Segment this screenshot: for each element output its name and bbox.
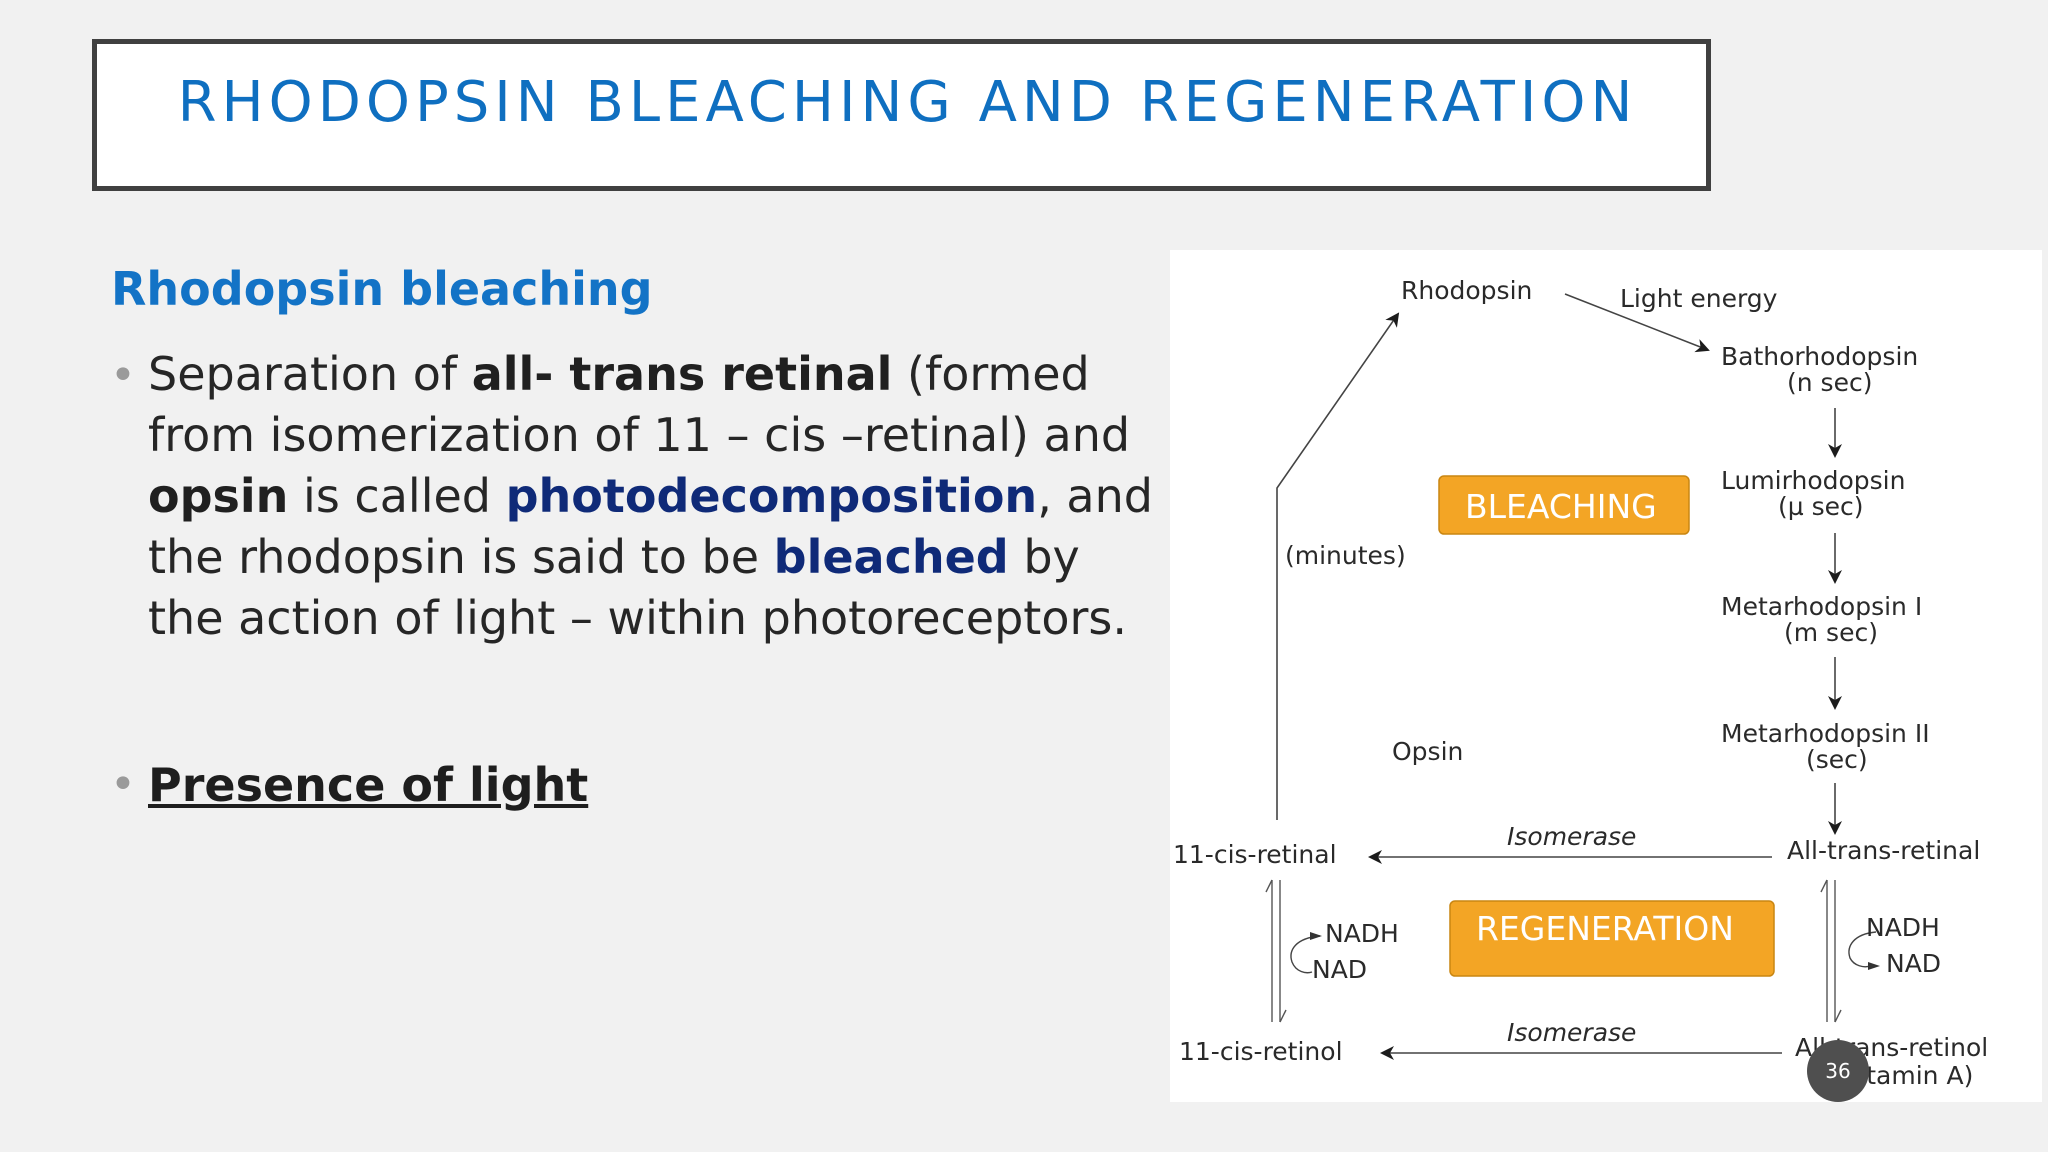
label-nadh-right: NADH: [1866, 913, 1940, 942]
label-lumirhodopsin-time: (µ sec): [1778, 492, 1864, 521]
section-heading: Rhodopsin bleaching: [111, 262, 653, 316]
label-isomerase-bottom: Isomerase: [1507, 1018, 1636, 1047]
right-arrowhead-up: [1820, 879, 1828, 893]
bullet-item-presence: • Presence of light: [108, 755, 588, 816]
label-all-trans-retinal: All-trans-retinal: [1787, 836, 1980, 865]
text-run: is called: [288, 469, 506, 523]
left-arrowhead-down: [1279, 1009, 1287, 1023]
text-run: , and the rhodopsin is said to be: [148, 469, 1153, 584]
bullet-text: Separation of all- trans retinal (formed…: [148, 344, 1168, 649]
left-curved-arrowhead: [1310, 932, 1322, 940]
bleaching-box: [1438, 475, 1690, 535]
slide-title: RHODOPSIN BLEACHING AND REGENERATION: [177, 70, 1638, 135]
bold-term-bleached: bleached: [773, 530, 1009, 584]
label-metarhodopsin-1-time: (m sec): [1784, 618, 1878, 647]
label-lumirhodopsin: Lumirhodopsin: [1721, 466, 1905, 495]
diagram-svg: Rhodopsin Light energy Bathorhodopsin (n…: [1173, 276, 1988, 1090]
label-metarhodopsin-1: Metarhodopsin I: [1721, 592, 1922, 621]
left-curved-arrow: [1290, 935, 1321, 974]
bullet-item: • Separation of all- trans retinal (form…: [108, 344, 1168, 649]
bullet-marker: •: [110, 759, 136, 810]
right-curved-arrow: [1848, 931, 1877, 968]
label-nad-right: NAD: [1886, 949, 1941, 978]
text-run: by the action of light – within photorec…: [148, 530, 1127, 645]
text-run: Separation of: [148, 347, 472, 401]
arrow-regeneration-rhodopsin: [1276, 312, 1400, 820]
bold-term-photodecomposition: photodecomposition: [505, 469, 1038, 523]
label-nadh-left: NADH: [1325, 919, 1399, 948]
label-11-cis-retinol: 11-cis-retinol: [1179, 1037, 1343, 1066]
arrow-light: [1564, 293, 1710, 353]
title-box: RHODOPSIN BLEACHING AND REGENERATION: [92, 39, 1711, 191]
label-11-cis-retinal: 11-cis-retinal: [1173, 840, 1337, 869]
label-metarhodopsin-2: Metarhodopsin II: [1721, 719, 1930, 748]
label-isomerase-top: Isomerase: [1507, 822, 1636, 851]
left-arrowhead-up: [1265, 879, 1273, 893]
label-nad-left: NAD: [1312, 955, 1367, 984]
label-light-energy: Light energy: [1620, 284, 1778, 313]
label-rhodopsin: Rhodopsin: [1401, 276, 1532, 305]
label-bleaching: BLEACHING: [1465, 487, 1657, 526]
rhodopsin-cycle-diagram: Rhodopsin Light energy Bathorhodopsin (n…: [1170, 250, 2042, 1102]
right-curved-arrowhead: [1868, 962, 1880, 970]
text-run: (formed from isomerization of 11 – cis –…: [148, 347, 1131, 462]
right-arrowhead-down: [1834, 1009, 1842, 1023]
page-number-badge: 36: [1807, 1040, 1869, 1102]
label-bathorhodopsin: Bathorhodopsin: [1721, 342, 1918, 371]
label-minutes: (minutes): [1285, 541, 1406, 570]
presence-of-light-link[interactable]: Presence of light: [148, 758, 589, 812]
bold-term-opsin: opsin: [148, 469, 289, 523]
bold-term-all-trans-retinal: all- trans retinal: [471, 347, 893, 401]
label-bathorhodopsin-time: (n sec): [1787, 368, 1872, 397]
regeneration-box: [1449, 900, 1775, 977]
bullet-list: • Separation of all- trans retinal (form…: [108, 344, 1168, 649]
label-opsin: Opsin: [1392, 737, 1463, 766]
label-regeneration: REGENERATION: [1476, 909, 1734, 948]
bullet-marker: •: [110, 350, 136, 401]
label-metarhodopsin-2-time: (sec): [1806, 745, 1868, 774]
